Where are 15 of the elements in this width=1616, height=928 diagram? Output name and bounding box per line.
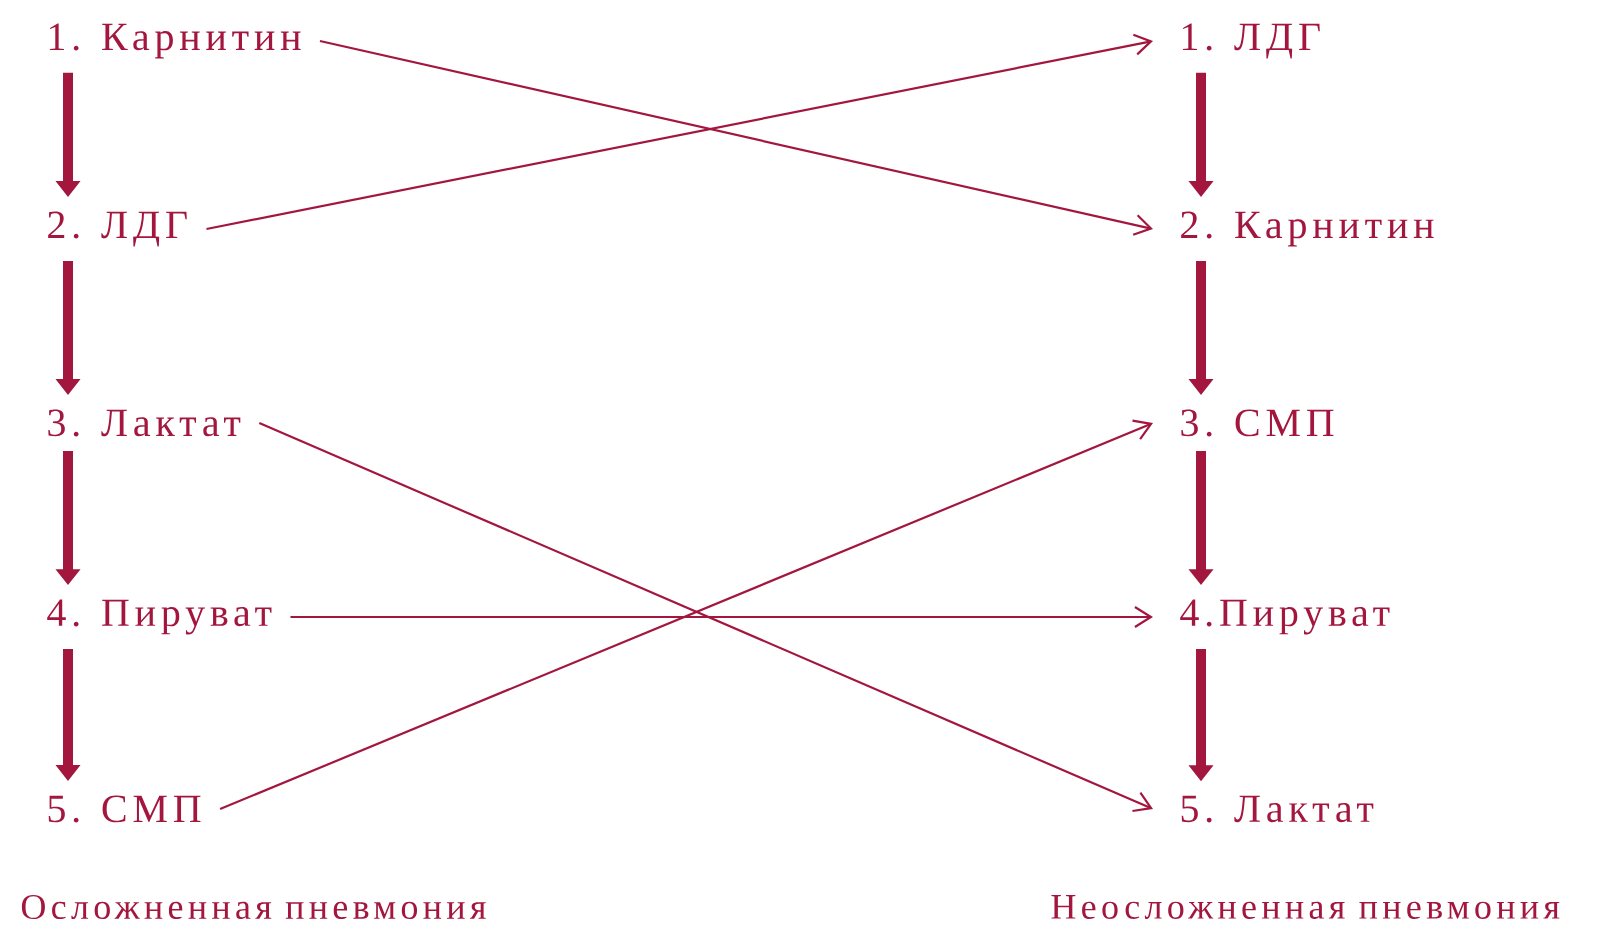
node-label: 2. ЛДГ [48,211,187,247]
node-label: 2. Карнитин [1181,211,1434,247]
node-label: 3. Лактат [48,409,241,437]
node-label: 5. Лактат [1181,795,1374,823]
node-label: 4. Пируват [47,599,272,635]
column-caption: Неосложненная пневмония [1051,895,1560,919]
node-label: 1. Карнитин [49,23,301,59]
node-label: 5. СМП [48,795,201,823]
node-label: 1. ЛДГ [1182,23,1320,59]
arrow [290,606,1153,628]
node-label: 3. СМП [1181,409,1334,437]
column-caption: Осложненная пневмония [21,894,486,920]
arrow [319,39,1153,236]
arrow [206,33,1153,231]
node-label: 4.Пируват [1180,599,1390,635]
